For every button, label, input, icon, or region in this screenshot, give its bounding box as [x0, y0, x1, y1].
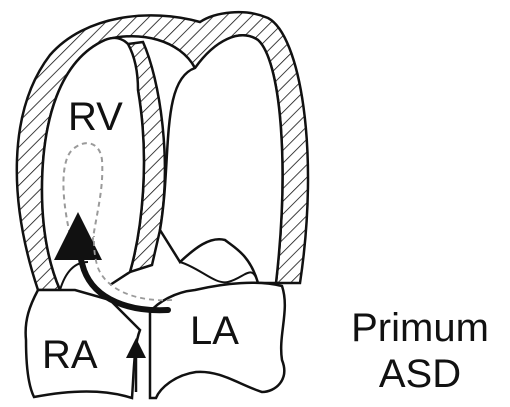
diagram-caption: Primum ASD	[330, 305, 510, 397]
left-ventricle-cavity	[160, 35, 282, 283]
caption-line-2: ASD	[330, 351, 510, 397]
label-ra: RA	[42, 333, 98, 377]
label-rv: RV	[68, 95, 123, 139]
label-la: LA	[190, 309, 239, 353]
mitral-leaflet	[180, 262, 258, 283]
caption-line-1: Primum	[330, 305, 510, 351]
